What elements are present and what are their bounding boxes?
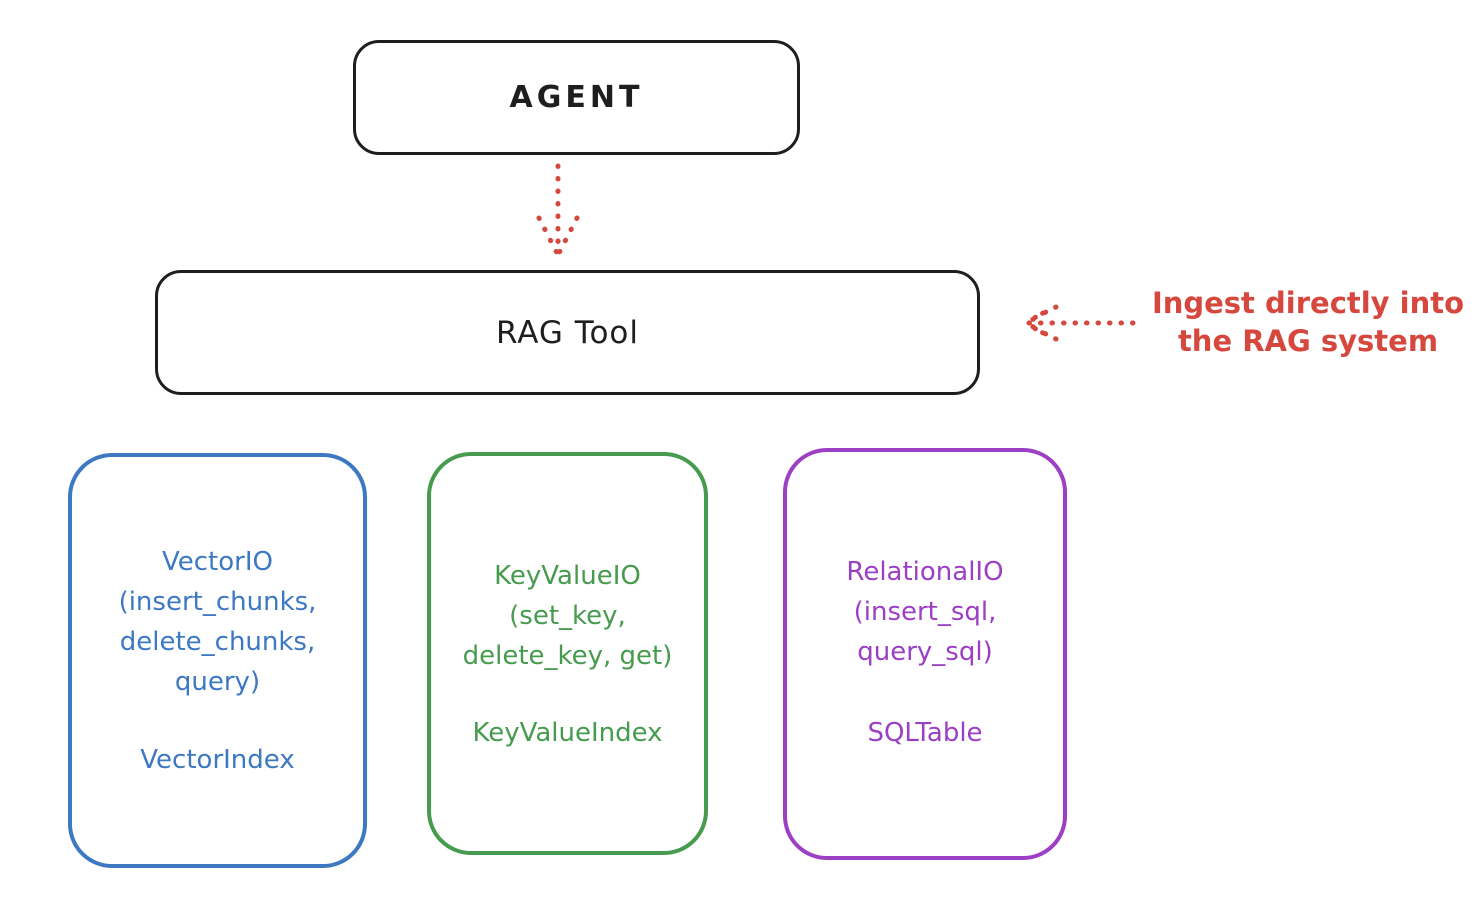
vector-io-line: query) (174, 667, 261, 697)
relational-io-line: RelationalIO (846, 557, 1004, 587)
agent-node: AGENT (353, 40, 800, 155)
ingest-arrow-icon (1023, 304, 1136, 342)
vector-io-line: delete_chunks, (119, 627, 316, 657)
sql-table-label: SQLTable (867, 718, 983, 748)
relational-io-line: query_sql) (857, 637, 993, 667)
keyvalue-io-line: delete_key, get) (462, 641, 673, 671)
keyvalue-index-label: KeyValueIndex (472, 718, 663, 748)
keyvalue-io-description: KeyValueIO (set_key, delete_key, get) (431, 556, 704, 676)
rag-tool-label: RAG Tool (495, 314, 640, 351)
relational-io-line: (insert_sql, (853, 597, 997, 627)
keyvalue-io-line: (set_key, (509, 601, 626, 631)
vector-io-line: (insert_chunks, (118, 587, 317, 617)
relational-io-description: RelationalIO (insert_sql, query_sql) (787, 552, 1063, 672)
keyvalue-io-line: KeyValueIO (494, 561, 641, 591)
vector-index-label: VectorIndex (140, 745, 295, 775)
agent-label: AGENT (509, 80, 644, 115)
ingest-annotation-line2: the RAG system (1177, 324, 1439, 358)
ingest-annotation-line1: Ingest directly into (1151, 286, 1465, 320)
ingest-annotation: Ingest directly into the RAG system (1140, 284, 1476, 360)
agent-to-rag-arrow-icon (536, 163, 580, 256)
vector-io-description: VectorIO (insert_chunks, delete_chunks, … (72, 542, 363, 702)
vector-io-node: VectorIO (insert_chunks, delete_chunks, … (68, 453, 367, 868)
relational-io-node: RelationalIO (insert_sql, query_sql) SQL… (783, 448, 1067, 860)
rag-tool-node: RAG Tool (155, 270, 980, 395)
vector-io-line: VectorIO (162, 547, 273, 577)
keyvalue-io-node: KeyValueIO (set_key, delete_key, get) Ke… (427, 452, 708, 855)
